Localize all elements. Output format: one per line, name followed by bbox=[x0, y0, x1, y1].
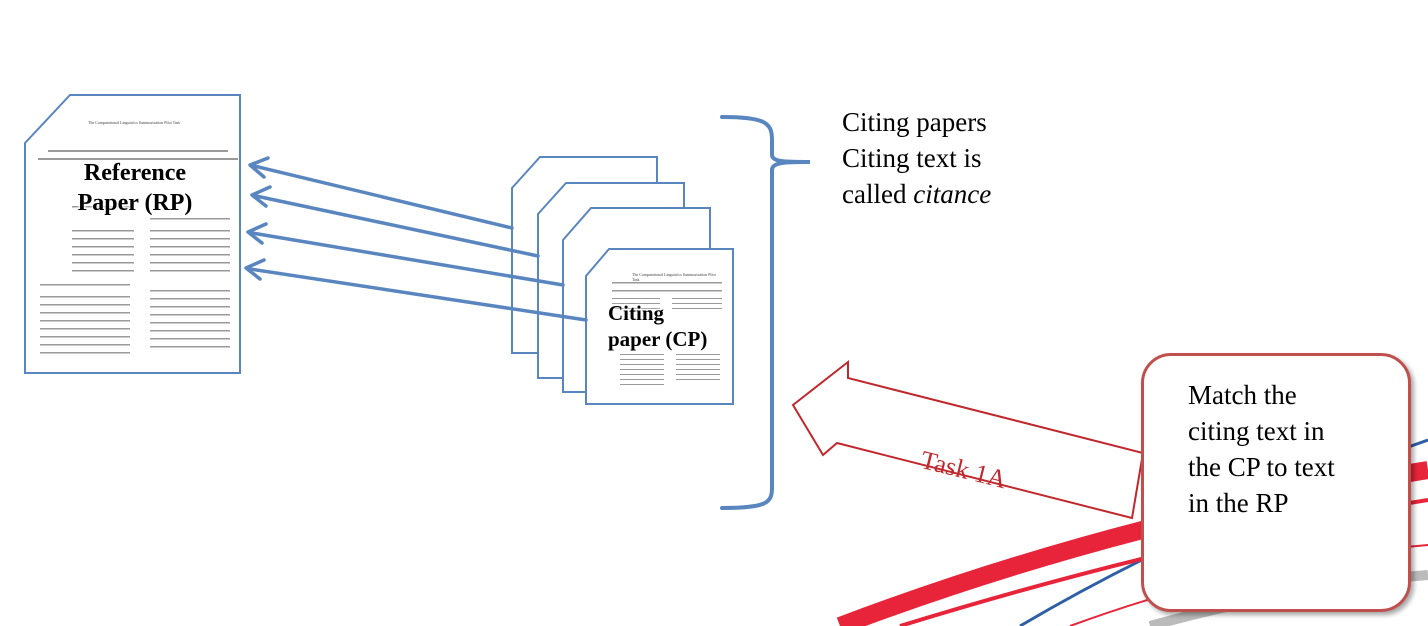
task-description-line1: Match the bbox=[1188, 380, 1297, 410]
task-description-text: Match the citing text in the CP to text … bbox=[1188, 377, 1398, 521]
reference-paper-doc-title: The Computational Linguistics Summarizat… bbox=[88, 120, 181, 125]
citation-arrow-3 bbox=[250, 231, 565, 287]
task-description-line2: citing text in bbox=[1188, 416, 1325, 446]
citing-paper-label-line1: Citing bbox=[608, 301, 665, 325]
reference-paper-label-line2: Paper (RP) bbox=[77, 190, 193, 216]
citing-paper-label-line2: paper (CP) bbox=[608, 327, 708, 351]
citing-paper-label: Citing paper (CP) bbox=[608, 300, 733, 352]
citation-arrow-1 bbox=[252, 164, 514, 230]
citing-papers-line2: Citing text is bbox=[842, 143, 982, 173]
task-description-box bbox=[1141, 353, 1411, 612]
reference-paper-label: Reference Paper (RP) bbox=[50, 158, 220, 218]
citing-papers-line1: Citing papers bbox=[842, 107, 987, 137]
citing-paper-doc-title: The Computational Linguistics Summarizat… bbox=[632, 272, 716, 282]
citing-papers-line3-prefix: called bbox=[842, 179, 914, 209]
reference-paper-label-line1: Reference bbox=[83, 160, 187, 186]
citing-papers-line3: called citance bbox=[842, 176, 1102, 212]
citing-papers-description: Citing papers Citing text is called cita… bbox=[842, 104, 1102, 212]
task-description-line4: in the RP bbox=[1188, 488, 1289, 518]
citation-arrow-4 bbox=[248, 267, 588, 322]
citation-arrow-2 bbox=[254, 194, 540, 258]
task-description-line3: the CP to text bbox=[1188, 452, 1335, 482]
citance-term: citance bbox=[913, 179, 992, 209]
